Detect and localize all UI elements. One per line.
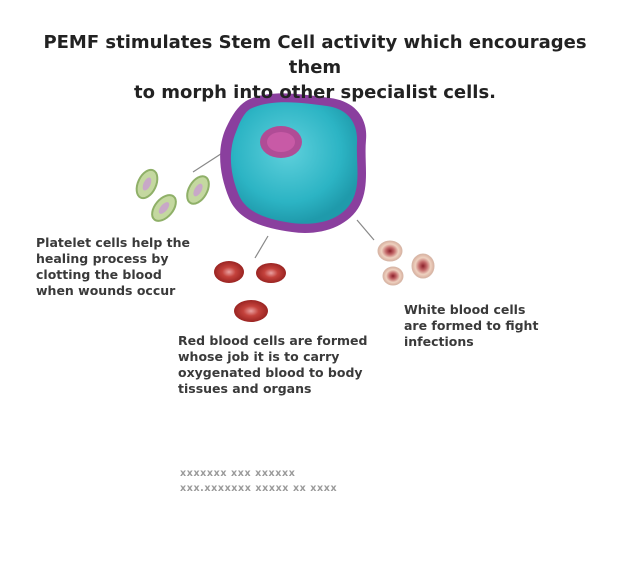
connector-red (254, 235, 269, 259)
platelet-caption-line: Platelet cells help the (36, 235, 190, 250)
red-caption-line: Red blood cells are formed (178, 333, 368, 348)
platelet-caption-line: clotting the blood (36, 267, 162, 282)
diagram-title: PEMF stimulates Stem Cell activity which… (20, 30, 610, 105)
white-caption-line: White blood cells (404, 302, 526, 317)
white-blood-cells (377, 240, 435, 286)
red-caption-line: oxygenated blood to body (178, 365, 363, 380)
white-blood-cell (377, 240, 403, 262)
platelet-cells (135, 168, 210, 222)
red-blood-cell (256, 263, 286, 283)
connector-white (356, 219, 375, 241)
platelet-cell-center (193, 183, 203, 197)
stem-cell-body (230, 102, 358, 224)
title-line-2: to morph into other specialist cells. (133, 82, 497, 103)
white-blood-cell (411, 253, 435, 279)
white-blood-cell (382, 266, 404, 286)
faint-footnote: xxxxxxx xxx xxxxxx xxx.xxxxxxx xxxxx xx … (180, 466, 337, 496)
stem-cell (220, 93, 367, 233)
faint-footnote-line: xxx.xxxxxxx xxxxx xx xxxx (180, 483, 338, 494)
platelet-caption: Platelet cells help the healing process … (36, 235, 190, 299)
red-blood-cells (214, 261, 286, 322)
platelet-cell-center (158, 202, 170, 214)
stem-cell-nucleus-core (267, 132, 295, 152)
platelet-cell-center (142, 177, 152, 191)
platelet-caption-line: when wounds occur (36, 283, 176, 298)
white-blood-cell-caption: White blood cells are formed to fight in… (404, 302, 538, 350)
white-caption-line: infections (404, 334, 474, 349)
red-blood-cell (234, 300, 268, 322)
white-caption-line: are formed to fight (404, 318, 539, 333)
faint-footnote-line: xxxxxxx xxx xxxxxx (180, 468, 296, 479)
red-caption-line: whose job it is to carry (178, 349, 340, 364)
red-caption-line: tissues and organs (178, 381, 312, 396)
platelet-caption-line: healing process by (36, 251, 169, 266)
title-line-1: PEMF stimulates Stem Cell activity which… (43, 32, 587, 78)
red-blood-cell-caption: Red blood cells are formed whose job it … (178, 333, 367, 397)
red-blood-cell (214, 261, 244, 283)
